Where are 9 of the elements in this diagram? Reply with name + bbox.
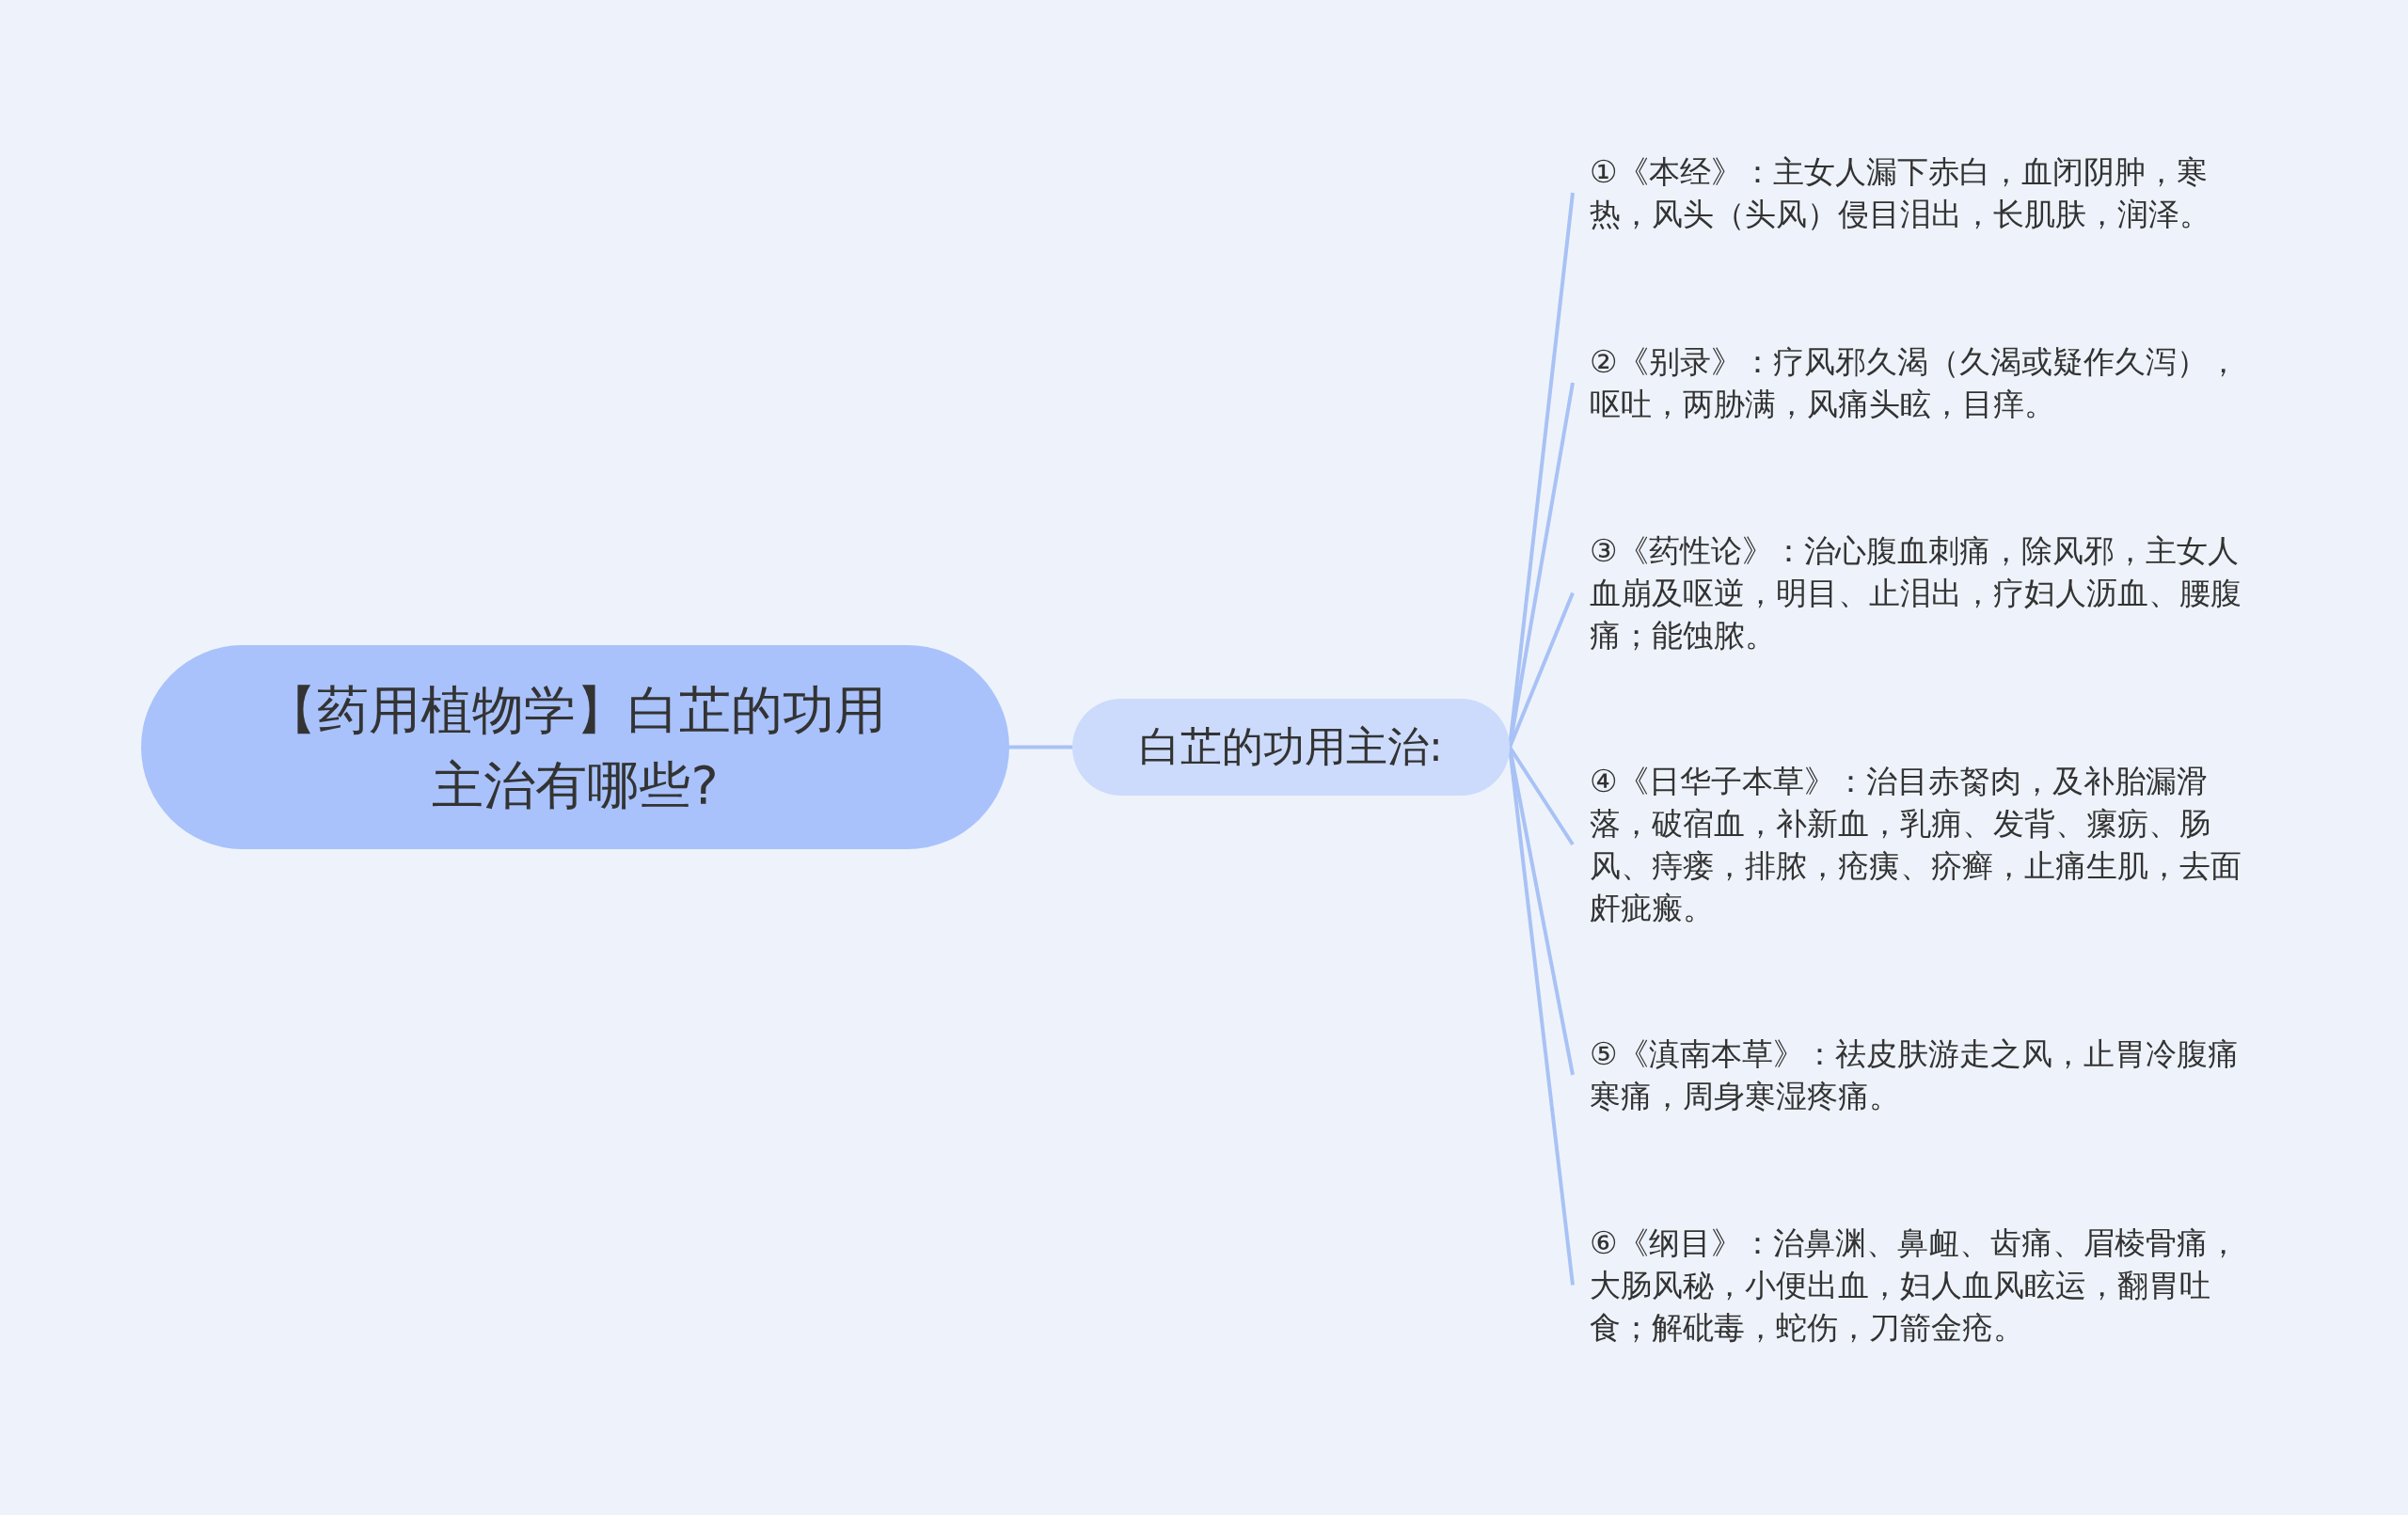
subtopic-box: 白芷的功用主治:: [1072, 699, 1510, 796]
leaf-text: ⑥《纲目》：治鼻渊、鼻衄、齿痛、眉棱骨痛，大肠风秘，小便出血，妇人血风眩运，翻胃吐食；解砒毒，蛇伤，刀箭金疮。: [1573, 1222, 2269, 1349]
leaf-text: ①《本经》：主女人漏下赤白，血闭阴肿，寒热，风头（头风）侵目泪出，长肌肤，润泽。: [1573, 150, 2269, 235]
leaf-text: ④《日华子本草》：治目赤胬肉，及补胎漏滑落，破宿血，补新血，乳痈、发背、瘰疬、肠风、痔瘘，排脓，疮痍、疥癣，止痛生肌，去面皯疵瘢。: [1573, 760, 2269, 929]
connector-line: [1009, 745, 1072, 750]
topic-box: 【药用植物学】白芷的功用主治有哪些?: [141, 645, 1009, 849]
leaf-text: ②《别录》：疗风邪久渴（久渴或疑作久泻），呕吐，两胁满，风痛头眩，目痒。: [1573, 340, 2269, 425]
leaf-text: ③《药性论》：治心腹血刺痛，除风邪，主女人血崩及呕逆，明目、止泪出，疗妇人沥血、腰腹痛；能蚀脓。: [1573, 529, 2269, 656]
leaf-text: ⑤《滇南本草》：祛皮肤游走之风，止胃冷腹痛寒痛，周身寒湿疼痛。: [1573, 1033, 2269, 1117]
